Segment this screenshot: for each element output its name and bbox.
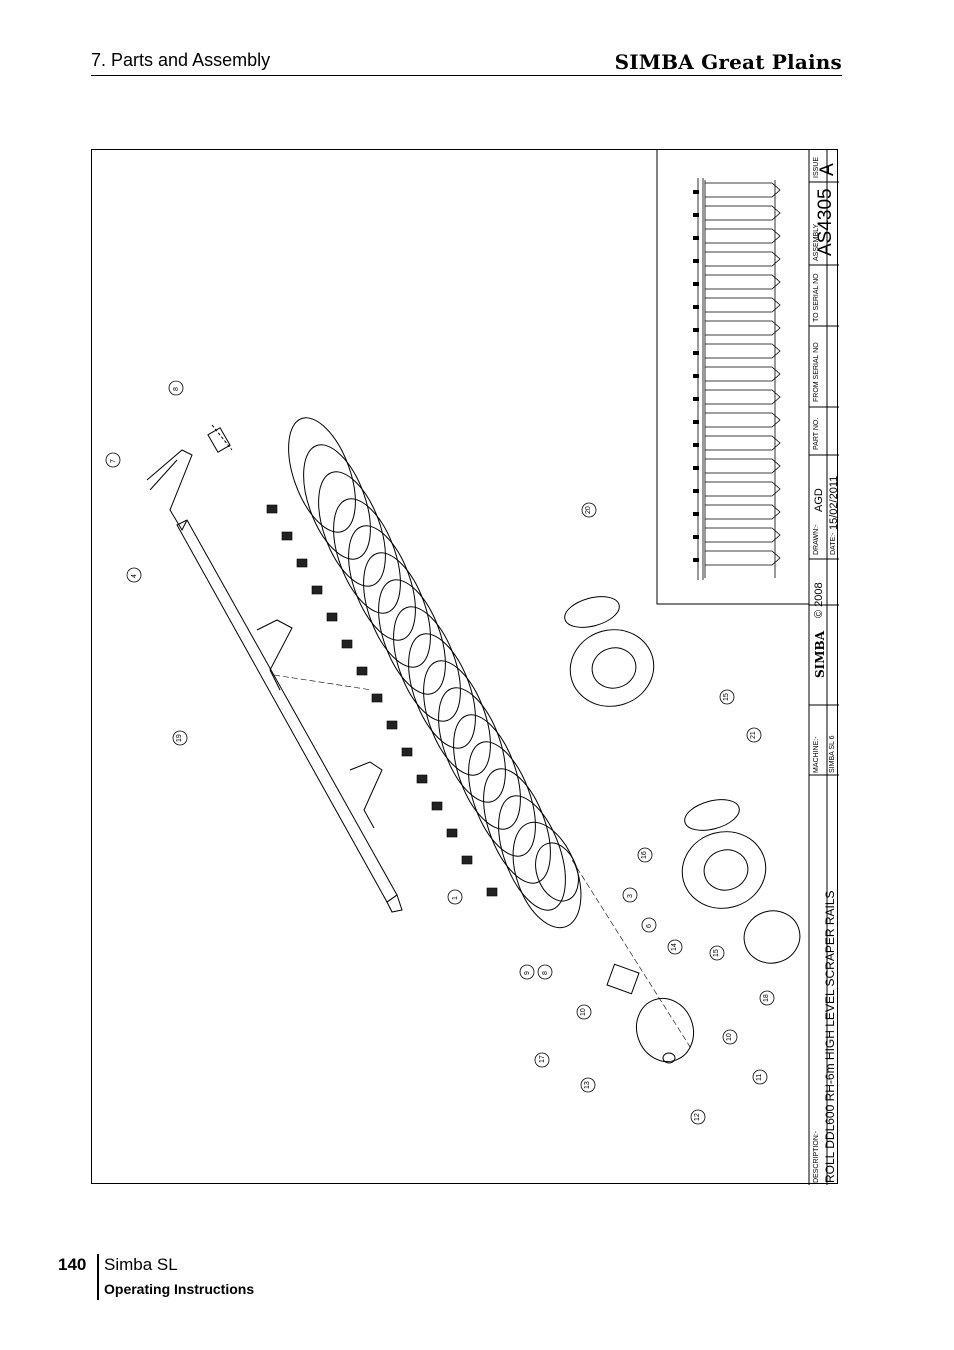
callout-8: 8 — [542, 971, 549, 975]
callout-6: 7 — [110, 459, 117, 463]
title-block-grid — [656, 150, 839, 1185]
from-serial-label: FROM SERIAL NO — [813, 342, 820, 402]
callout-21: 21 — [750, 731, 757, 739]
callout-17: 17 — [539, 1055, 546, 1063]
callout-12: 12 — [694, 1113, 701, 1121]
roller-rings — [288, 417, 582, 929]
callout-9: 9 — [524, 971, 531, 975]
copyright-text: © 2008 — [813, 582, 825, 618]
overview-inset — [693, 178, 781, 580]
date-label: DATE:- — [830, 532, 837, 555]
callout-15b: 15 — [713, 949, 720, 957]
callout-14: 14 — [671, 943, 678, 951]
drawn-label: DRAWN:- — [813, 524, 820, 555]
page-number: 140 — [58, 1255, 87, 1274]
end-components — [273, 596, 801, 1064]
callout-10b: 10 — [726, 1033, 733, 1041]
part-no-label: PART NO. — [813, 417, 820, 450]
section-title: 7. Parts and Assembly — [91, 50, 271, 70]
scraper-rail — [146, 424, 403, 913]
callout-1: 1 — [452, 896, 459, 900]
callout-13: 13 — [584, 1081, 591, 1089]
header-rule — [91, 75, 842, 76]
callout-3: 3 — [627, 894, 634, 898]
callout-18: 18 — [763, 994, 770, 1002]
footer-doc-title: Simba SL — [104, 1255, 178, 1274]
footer-doc-subtitle: Operating Instructions — [104, 1281, 255, 1297]
footer-divider — [97, 1254, 99, 1300]
machine-value: SIMBA SL 6 — [829, 735, 836, 773]
simba-logo: SIMBA — [813, 630, 827, 678]
callout-5: 6 — [646, 924, 653, 928]
drawn-by: AGD — [813, 488, 825, 512]
drawing-frame: 8 4 7 19 20 15 21 16 1 3 6 14 15 18 9 8 … — [91, 149, 840, 1185]
assembly-number: AS4305 — [815, 188, 836, 256]
scraper-blades — [266, 504, 498, 897]
description-label: DESCRIPTION:- — [813, 1130, 820, 1183]
drawing-date: 15/02/2011 — [828, 475, 840, 530]
callout-11: 11 — [756, 1073, 763, 1081]
brand-logo: SIMBA Great Plains — [614, 50, 842, 74]
part-callouts — [105, 380, 775, 1125]
callout-7: 8 — [173, 387, 180, 391]
to-serial-label: TO SERIAL NO — [813, 273, 820, 322]
issue-letter: A — [817, 163, 838, 176]
callout-10a: 10 — [580, 1008, 587, 1016]
callout-4: 4 — [131, 574, 138, 578]
machine-label: MACHINE:- — [813, 736, 820, 773]
callout-19: 19 — [176, 734, 183, 742]
callout-15a: 15 — [723, 693, 730, 701]
callout-20: 20 — [585, 506, 592, 514]
exploded-parts-drawing — [105, 150, 839, 1185]
drawing-description: ROLL DDL600 RH-6m HIGH LEVEL SCRAPER RAI… — [823, 890, 837, 1183]
callout-16: 16 — [641, 851, 648, 859]
